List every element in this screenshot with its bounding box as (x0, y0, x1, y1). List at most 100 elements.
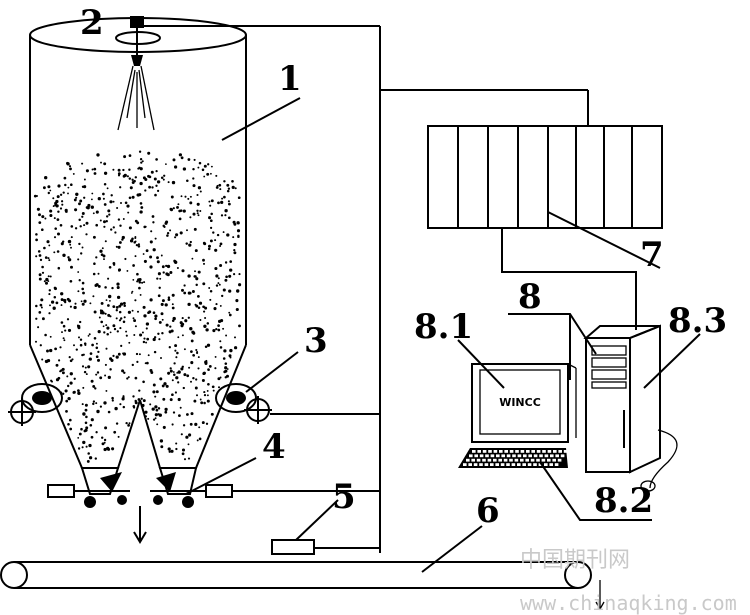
vibrator-right (215, 383, 272, 424)
particle (136, 272, 139, 276)
particle (202, 371, 206, 375)
particle (166, 273, 170, 277)
keyboard-key (500, 463, 505, 466)
particle (203, 164, 207, 168)
particle (141, 331, 144, 334)
particle (47, 257, 50, 260)
particle (188, 433, 192, 437)
particle (195, 378, 198, 381)
particle (116, 330, 119, 333)
monitor-screen-text: WINCC (499, 396, 541, 409)
particle (224, 366, 228, 370)
particle (186, 229, 188, 232)
particle (67, 384, 70, 388)
particle (44, 256, 48, 259)
particle (152, 221, 155, 224)
particle (135, 243, 139, 247)
particle (197, 186, 202, 190)
particle (218, 183, 222, 187)
particle (92, 402, 95, 406)
particle (171, 319, 175, 322)
particle (229, 348, 233, 353)
particle (193, 158, 196, 161)
particle (210, 165, 213, 168)
particle (145, 249, 149, 253)
particle (49, 348, 53, 353)
particle (111, 396, 114, 400)
particle (43, 246, 46, 250)
particle (181, 448, 186, 452)
particle (186, 179, 189, 183)
particle (78, 242, 81, 246)
keyboard-key (560, 454, 565, 458)
particle (62, 392, 65, 395)
particle (138, 150, 142, 153)
particle (127, 310, 132, 314)
particle (233, 273, 236, 276)
particle (148, 185, 151, 189)
particle (112, 263, 116, 266)
particle (207, 244, 212, 248)
particle (117, 352, 121, 356)
particle (187, 316, 190, 319)
vibrator-core (226, 391, 246, 405)
particle (87, 335, 90, 337)
particle (178, 217, 182, 221)
particle (100, 311, 103, 315)
spray-nozzle (115, 16, 161, 131)
particle (93, 310, 97, 314)
particle (117, 218, 121, 221)
particle (198, 426, 201, 429)
particle (165, 264, 168, 268)
particle (59, 370, 62, 373)
particle (171, 303, 174, 306)
particle (99, 405, 102, 408)
keyboard-key (514, 458, 519, 462)
particle (67, 258, 72, 262)
particle (155, 158, 158, 161)
particle (144, 415, 147, 418)
particle (194, 422, 198, 427)
particle (226, 374, 229, 378)
particle (112, 226, 115, 229)
particle (183, 291, 187, 295)
particle (80, 252, 83, 255)
particle (114, 231, 117, 234)
plc-module-dividers (457, 126, 633, 228)
label-computer-system: 8 (518, 277, 542, 317)
particle (65, 399, 69, 403)
particle (198, 301, 203, 305)
keyboard-key (541, 458, 546, 462)
particle (167, 371, 171, 375)
particle (105, 347, 108, 350)
particle (189, 240, 192, 244)
particle (234, 187, 237, 190)
particle (236, 289, 240, 293)
keyboard-key (563, 450, 568, 453)
particle (235, 299, 239, 303)
particle (59, 207, 63, 210)
particle (197, 270, 201, 274)
particle (91, 192, 94, 195)
particle (128, 196, 132, 200)
particle (66, 375, 69, 378)
particle (143, 314, 147, 318)
particle (187, 291, 191, 295)
keyboard-key (482, 458, 486, 462)
particle (138, 281, 142, 284)
particle (77, 258, 80, 261)
particle (35, 233, 38, 236)
particle (60, 200, 64, 203)
particle (194, 386, 198, 390)
particle (69, 372, 73, 376)
particle (142, 253, 145, 255)
particle (177, 397, 181, 402)
particle (139, 293, 142, 296)
particle (117, 168, 121, 172)
particle (143, 337, 146, 340)
belt-output-arrow-head (595, 601, 605, 611)
particle (81, 403, 84, 406)
particle (175, 442, 178, 445)
particle (88, 443, 92, 448)
particle (104, 286, 107, 289)
